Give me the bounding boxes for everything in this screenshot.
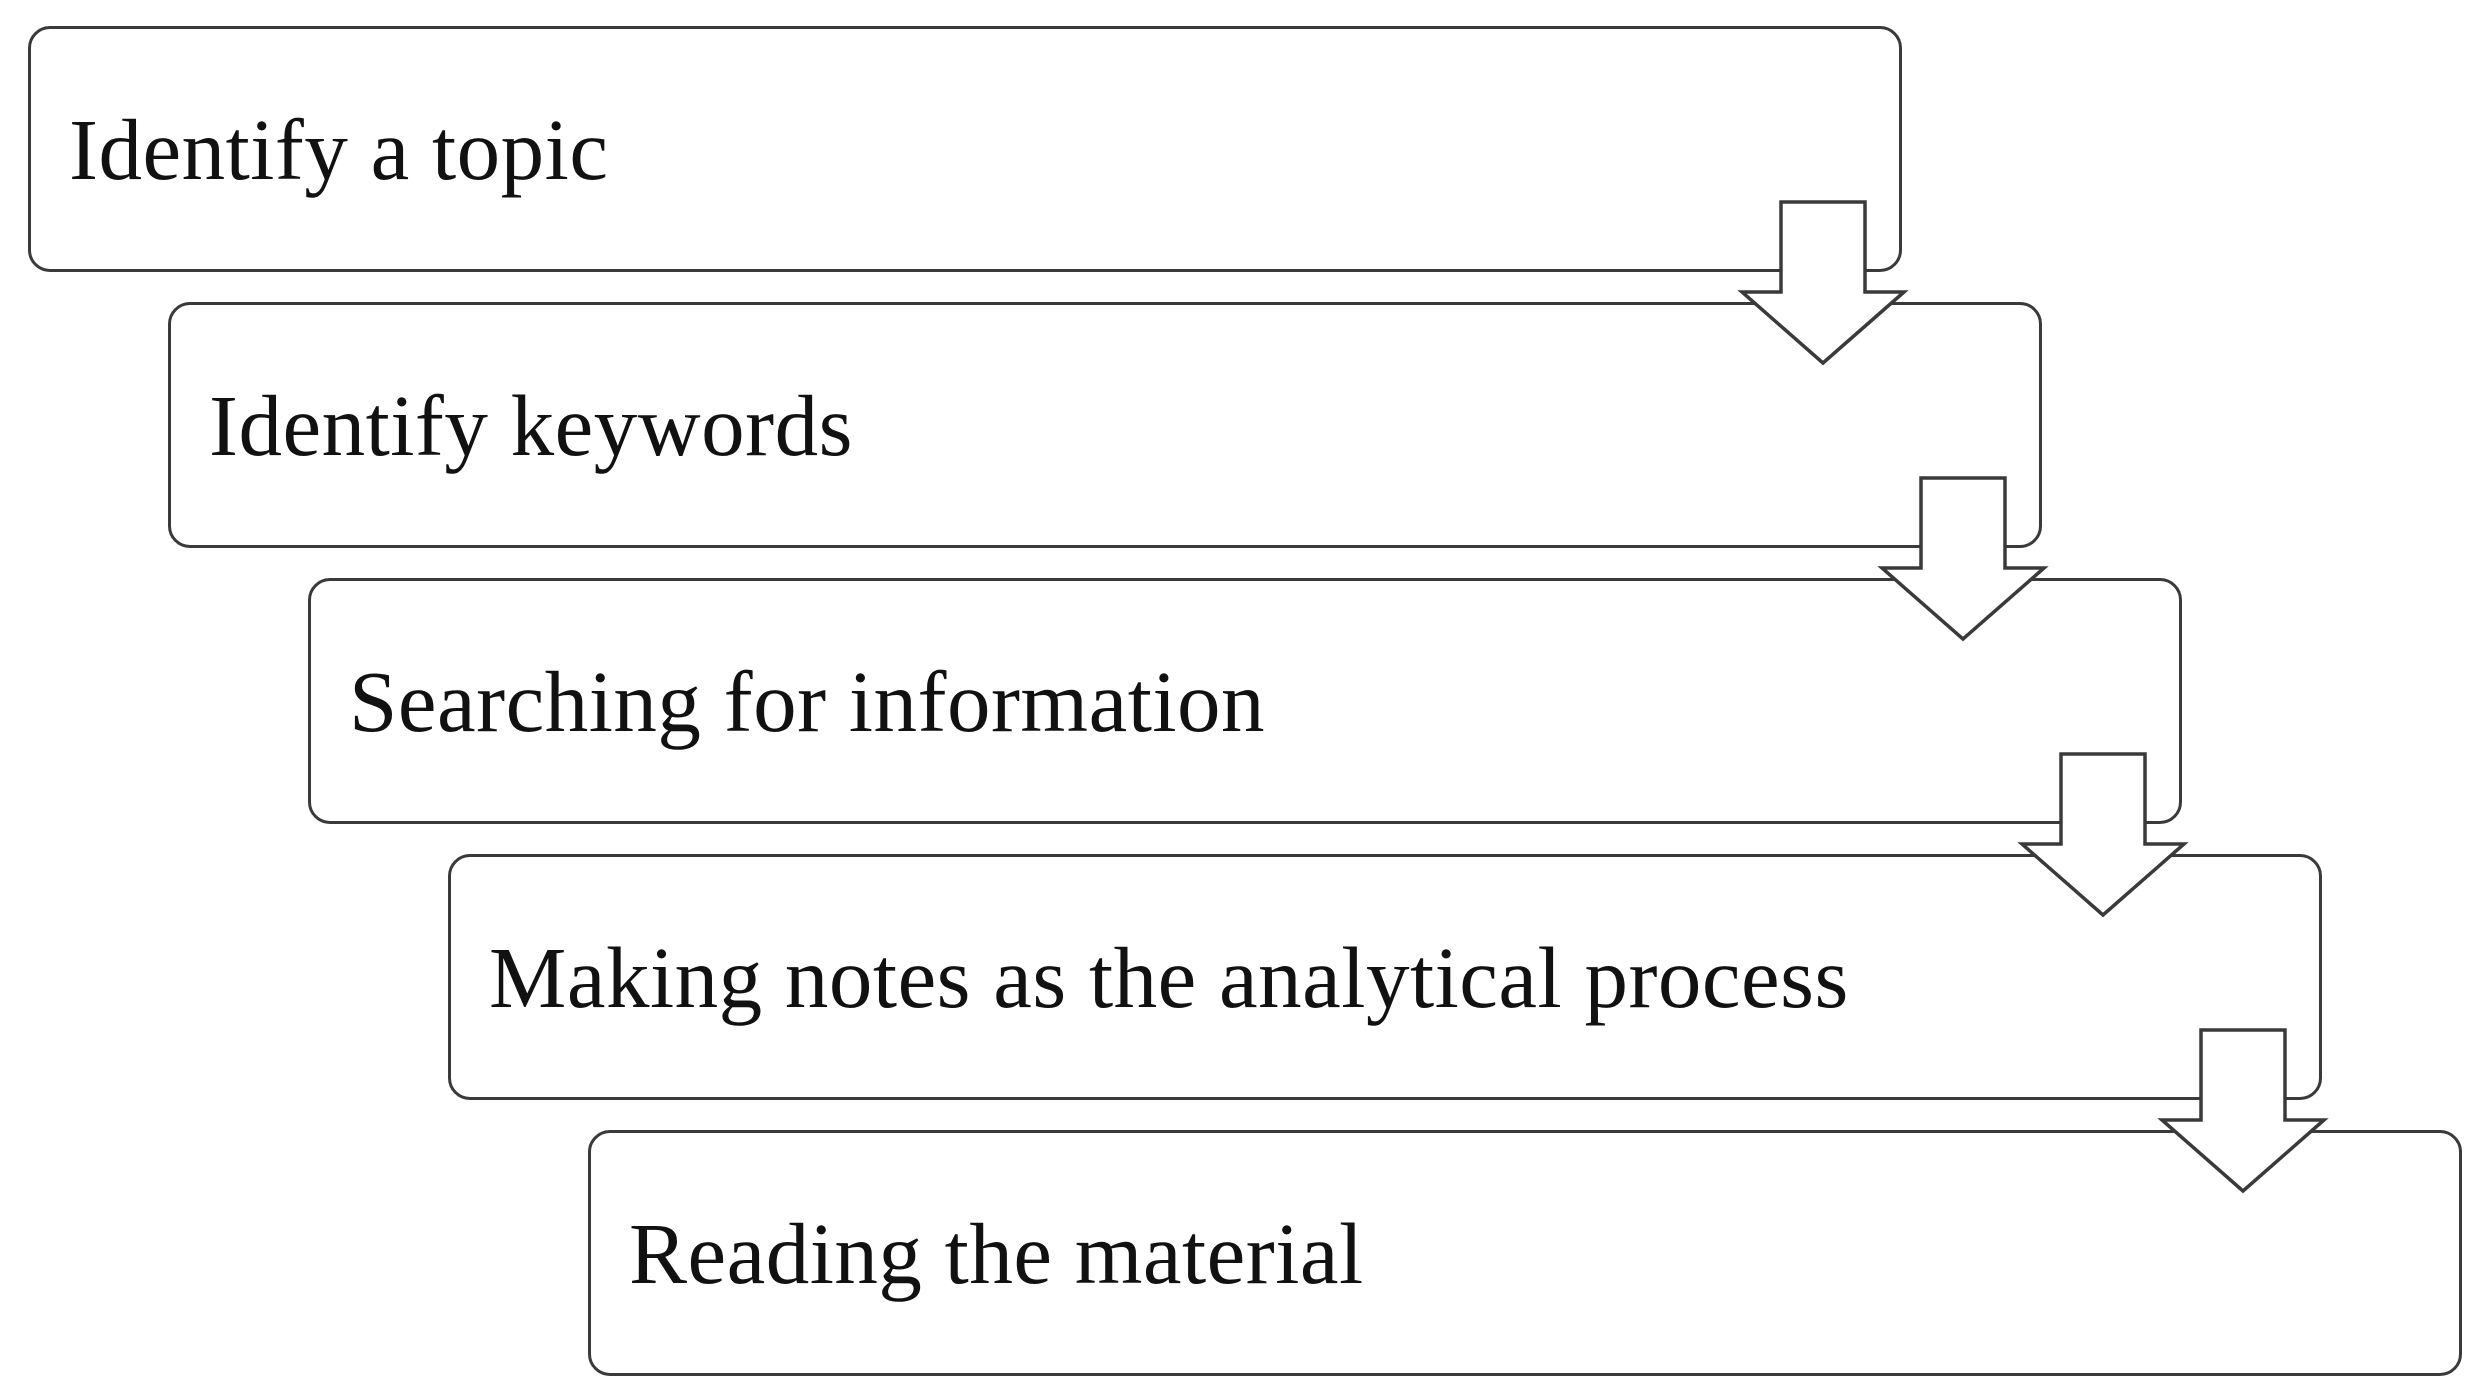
down-arrow-icon xyxy=(2157,1028,2329,1194)
step-label: Identify a topic xyxy=(69,100,609,198)
step-label: Searching for information xyxy=(349,652,1266,750)
down-arrow-icon xyxy=(2017,752,2189,918)
step-label: Identify keywords xyxy=(209,376,853,474)
step-box-reading-material: Reading the material xyxy=(588,1130,2462,1376)
down-arrow-icon xyxy=(1877,476,2049,642)
step-box-identify-keywords: Identify keywords xyxy=(168,302,2042,548)
step-label: Reading the material xyxy=(629,1204,1364,1302)
step-box-making-notes: Making notes as the analytical process xyxy=(448,854,2322,1100)
down-arrow-icon xyxy=(1737,200,1909,366)
step-label: Making notes as the analytical process xyxy=(489,928,1849,1026)
step-box-identify-topic: Identify a topic xyxy=(28,26,1902,272)
step-box-searching-information: Searching for information xyxy=(308,578,2182,824)
